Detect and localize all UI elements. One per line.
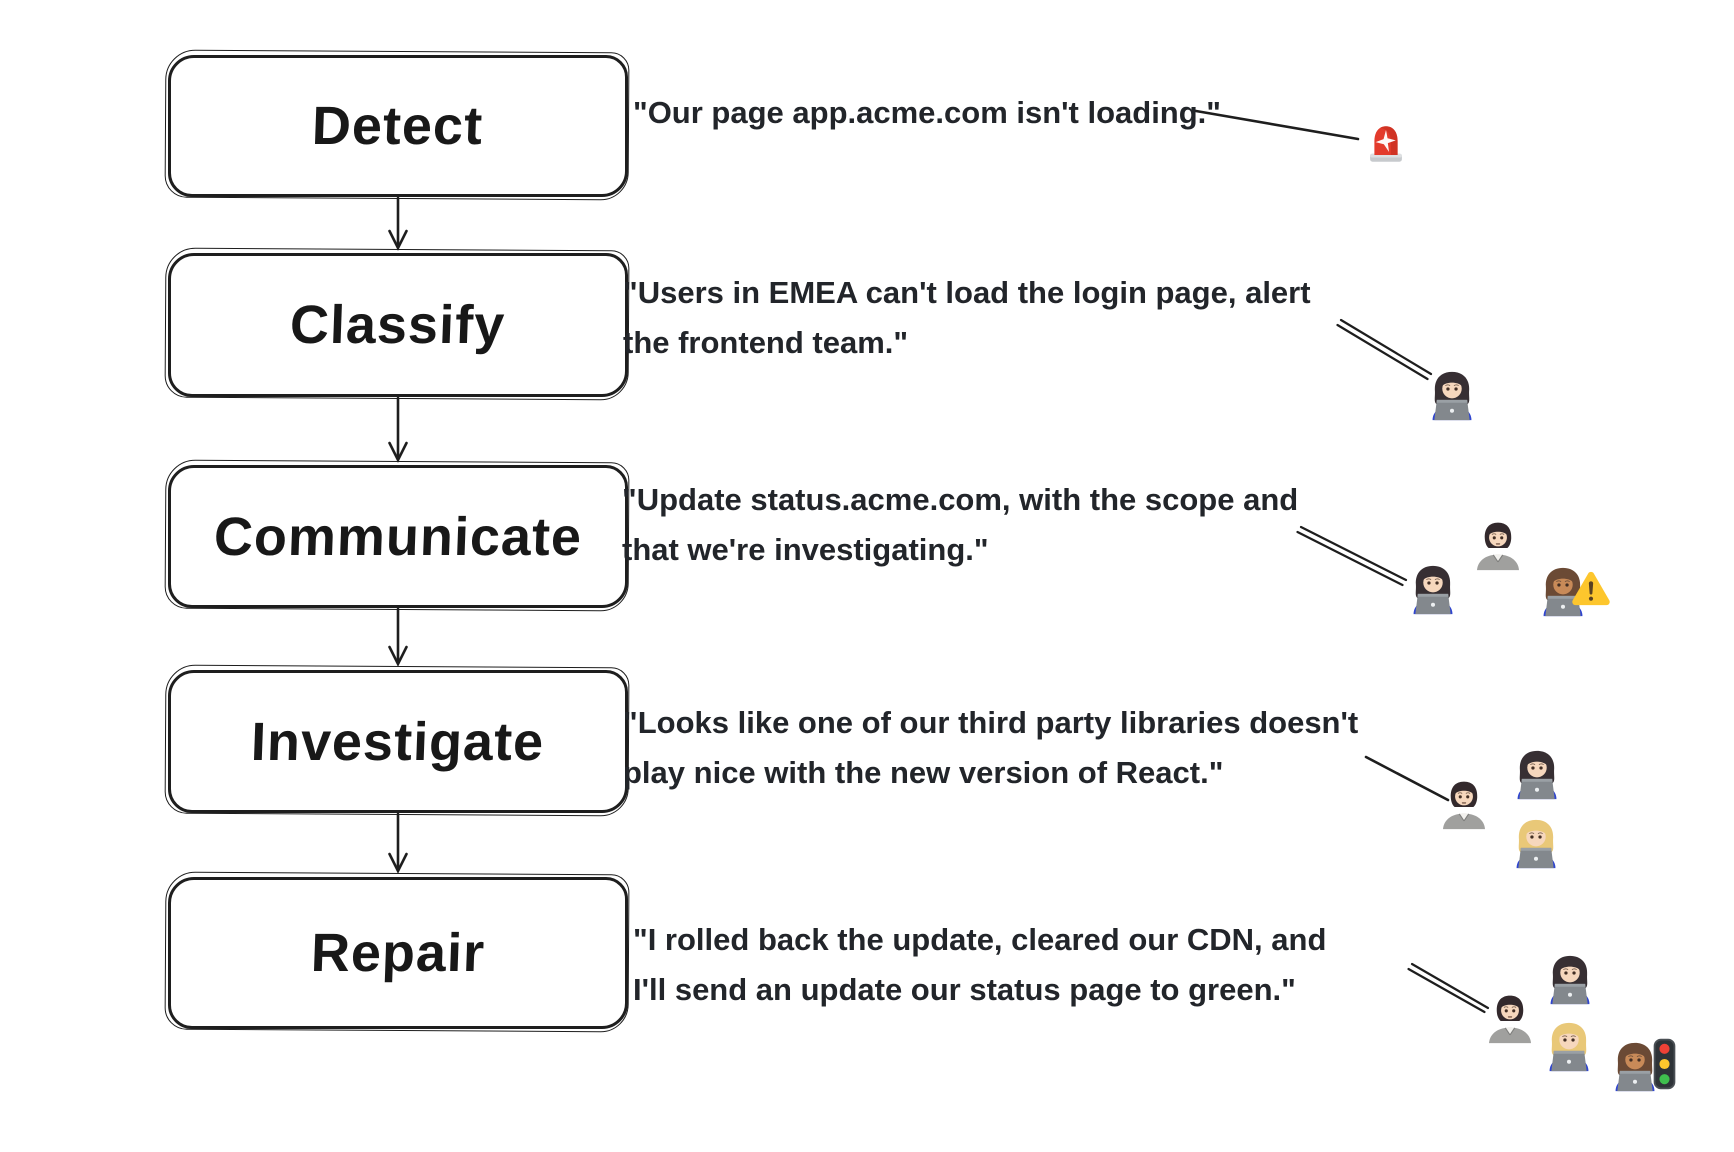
pointer-line-classify [1336, 318, 1433, 381]
woman-technologist-blonde-icon [1541, 1019, 1597, 1075]
traffic-light-icon [1652, 1038, 1677, 1090]
technologist-medium-skin-icon [1607, 1039, 1663, 1095]
quote-line: I'll send an update our status page to g… [633, 972, 1296, 1007]
quote-classify: "Users in EMEA can't load the login page… [623, 268, 1311, 368]
quote-line: "Looks like one of our third party libra… [623, 705, 1359, 740]
police-car-light-icon [1364, 121, 1408, 167]
step-label: Repair [309, 923, 487, 983]
quote-line: "I rolled back the update, cleared our C… [633, 922, 1327, 957]
flow-arrow [388, 396, 408, 463]
step-box-classify: Classify [168, 253, 628, 397]
quote-repair: "I rolled back the update, cleared our C… [633, 915, 1326, 1015]
step-label: Classify [289, 295, 507, 355]
step-label: Detect [311, 96, 485, 156]
step-label: Investigate [250, 711, 546, 772]
step-box-communicate: Communicate [168, 465, 628, 608]
technologist-medium-skin-icon [1535, 564, 1591, 620]
woman-technologist-blonde-icon [1508, 816, 1564, 872]
pointer-line-repair [1407, 962, 1490, 1014]
step-box-detect: Detect [168, 55, 628, 197]
quote-line: "Our page app.acme.com isn't loading." [633, 95, 1221, 130]
quote-line: the frontend team." [623, 325, 909, 360]
pointer-line-communicate [1296, 525, 1408, 587]
quote-line: that we're investigating." [622, 532, 989, 567]
person-icon [1482, 991, 1538, 1047]
woman-technologist-icon [1424, 368, 1480, 424]
quote-investigate: "Looks like one of our third party libra… [623, 698, 1358, 798]
flow-arrow [388, 196, 408, 251]
person-icon [1436, 777, 1492, 833]
flow-arrow [388, 812, 408, 874]
quote-communicate: "Update status.acme.com, with the scope … [622, 475, 1298, 575]
step-label: Communicate [212, 506, 584, 567]
flow-arrow [388, 607, 408, 667]
quote-line: "Users in EMEA can't load the login page… [623, 275, 1311, 310]
warning-icon [1567, 567, 1615, 615]
quote-line: "Update status.acme.com, with the scope … [622, 482, 1299, 517]
quote-line: play nice with the new version of React.… [623, 755, 1224, 790]
woman-technologist-icon [1509, 747, 1565, 803]
step-box-investigate: Investigate [168, 670, 628, 813]
woman-technologist-icon [1542, 952, 1598, 1008]
person-icon [1470, 518, 1526, 574]
quote-detect: "Our page app.acme.com isn't loading." [633, 88, 1221, 138]
step-box-repair: Repair [168, 877, 628, 1029]
woman-technologist-icon [1405, 562, 1461, 618]
